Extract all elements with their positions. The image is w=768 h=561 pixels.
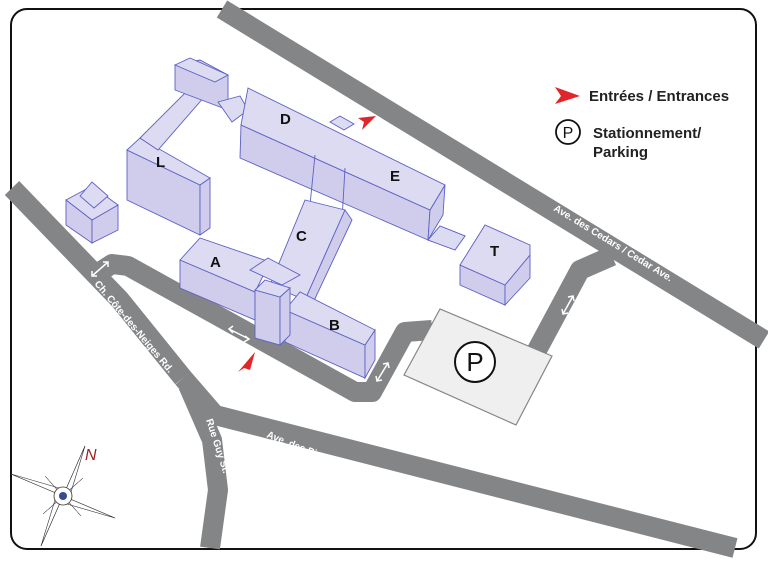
legend-parking-symbol: P [563, 125, 574, 142]
legend: Entrées / Entrances P Stationnement/ Par… [555, 87, 729, 161]
roads [4, 0, 768, 558]
two-way-arrow-icon [561, 295, 575, 315]
building-label-C: C [296, 228, 307, 245]
building-label-L: L [156, 154, 165, 171]
building-small-left[interactable] [65, 181, 119, 244]
buildings: L D E C A [65, 57, 531, 380]
entrance-arrow-icon [555, 87, 580, 104]
legend-entrances-label: Entrées / Entrances [589, 88, 729, 105]
entrance-arrow-icon[interactable] [358, 116, 376, 130]
north-label: N [85, 447, 97, 464]
parking-symbol: P [466, 347, 483, 377]
compass-rose-icon: N [10, 445, 116, 547]
building-label-B: B [329, 317, 340, 334]
building-label-A: A [210, 254, 221, 271]
entrance-arrow-icon[interactable] [238, 352, 255, 372]
road-cote-des-neiges[interactable] [4, 181, 191, 385]
road-guy-st[interactable] [178, 381, 228, 550]
building-T[interactable]: T [459, 224, 531, 307]
two-way-arrow-icon [375, 362, 390, 382]
parking-icon [454, 341, 496, 383]
two-way-arrow-icon [227, 325, 251, 343]
building-label-D: D [280, 111, 291, 128]
road-cedar-ave[interactable] [216, 0, 768, 349]
legend-parking-label-2: Parking [593, 144, 648, 161]
parking-lot[interactable]: P [403, 308, 553, 426]
parking-icon [555, 119, 581, 145]
building-DE[interactable]: D E [239, 87, 466, 251]
building-connector[interactable] [249, 257, 301, 347]
road-parking-to-cedar[interactable] [527, 246, 617, 357]
road-campus-access[interactable] [89, 254, 433, 402]
building-label-E: E [390, 168, 400, 185]
legend-parking-label: Stationnement/ [593, 125, 702, 142]
two-way-arrow-icon [91, 261, 109, 277]
building-label-T: T [490, 243, 499, 260]
